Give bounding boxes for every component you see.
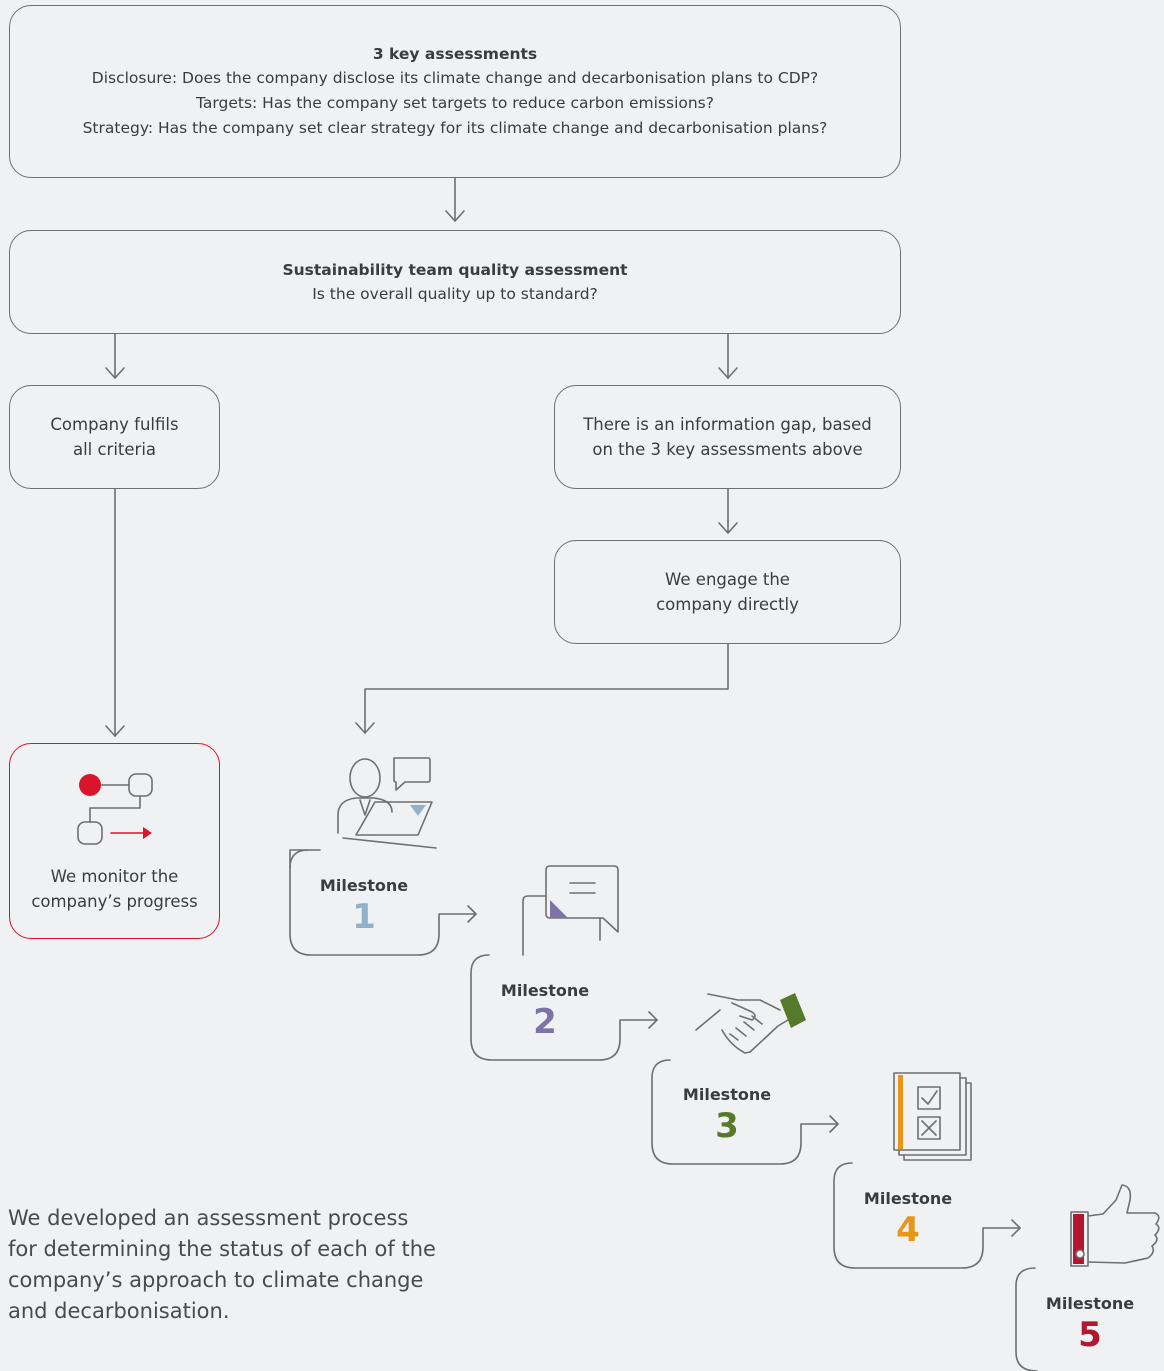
- workflow-monitor-icon: [77, 773, 153, 845]
- quality-question: Is the overall quality up to standard?: [312, 284, 598, 303]
- speech-bubbles-icon: [522, 865, 619, 956]
- milestone-4-arrow: [982, 1219, 1021, 1237]
- milestone-3-box: [651, 1059, 802, 1165]
- intro-line-4: and decarbonisation.: [8, 1299, 230, 1323]
- milestone-1-box: [289, 849, 440, 956]
- milestone-1-label: Milestone: [319, 876, 409, 895]
- checklist-icon: [893, 1072, 972, 1161]
- milestone-4-label: Milestone: [863, 1189, 953, 1208]
- monitor-progress-box: We monitor the company’s progress: [9, 743, 220, 939]
- arrow-engage-to-milestone-1: [355, 643, 729, 734]
- milestone-2-number: 2: [533, 1002, 557, 1042]
- intro-line-3: company’s approach to climate change: [8, 1268, 424, 1292]
- milestone-2-box: [470, 954, 621, 1061]
- milestone-3-arrow: [800, 1115, 839, 1133]
- milestone-4-box: [833, 1162, 984, 1269]
- engage-line-2: company directly: [656, 595, 799, 614]
- arrow-fulfils-to-monitor: [105, 488, 125, 737]
- milestone-5-box: [1015, 1267, 1038, 1371]
- quality-assessment-title: Sustainability team quality assessment: [282, 260, 628, 279]
- milestone-2-arrow: [619, 1011, 658, 1029]
- engage-line-1: We engage the: [665, 570, 790, 589]
- arrow-gap-to-engage: [718, 488, 738, 534]
- gap-line-1: There is an information gap, based: [583, 415, 872, 434]
- gap-line-2: on the 3 key assessments above: [592, 440, 863, 459]
- arrow-assessments-to-quality: [445, 177, 465, 222]
- strategy-question: Strategy: Has the company set clear stra…: [82, 119, 828, 137]
- targets-question: Targets: Has the company set targets to …: [196, 94, 714, 112]
- person-chat-laptop-icon: [337, 757, 437, 849]
- intro-line-2: for determining the status of each of th…: [8, 1237, 436, 1261]
- disclosure-question: Disclosure: Does the company disclose it…: [91, 69, 819, 87]
- monitor-line-2: company’s progress: [31, 892, 198, 911]
- key-assessments-title: 3 key assessments: [372, 45, 538, 63]
- milestone-1-number: 1: [352, 897, 376, 937]
- key-assessments-box: 3 key assessments Disclosure: Does the c…: [9, 5, 901, 178]
- intro-line-1: We developed an assessment process: [8, 1206, 409, 1230]
- monitor-line-1: We monitor the: [50, 867, 179, 886]
- fulfils-line-2: all criteria: [72, 440, 157, 459]
- milestone-5-label: Milestone: [1045, 1294, 1135, 1313]
- milestone-1-arrow: [438, 905, 477, 923]
- handshake-icon: [695, 993, 806, 1054]
- thumbs-up-icon: [1070, 1184, 1160, 1267]
- fulfils-line-1: Company fulfils: [50, 415, 179, 434]
- intro-paragraph: We developed an assessment process for d…: [8, 1203, 448, 1327]
- milestone-2-label: Milestone: [500, 981, 590, 1000]
- milestone-4-number: 4: [896, 1210, 920, 1250]
- arrow-quality-to-fulfils: [105, 333, 125, 379]
- quality-assessment-box: Sustainability team quality assessment I…: [9, 230, 901, 334]
- arrow-quality-to-gap: [718, 333, 738, 379]
- milestone-3-number: 3: [715, 1106, 739, 1146]
- milestone-3-label: Milestone: [682, 1085, 772, 1104]
- milestone-5-number: 5: [1078, 1315, 1102, 1355]
